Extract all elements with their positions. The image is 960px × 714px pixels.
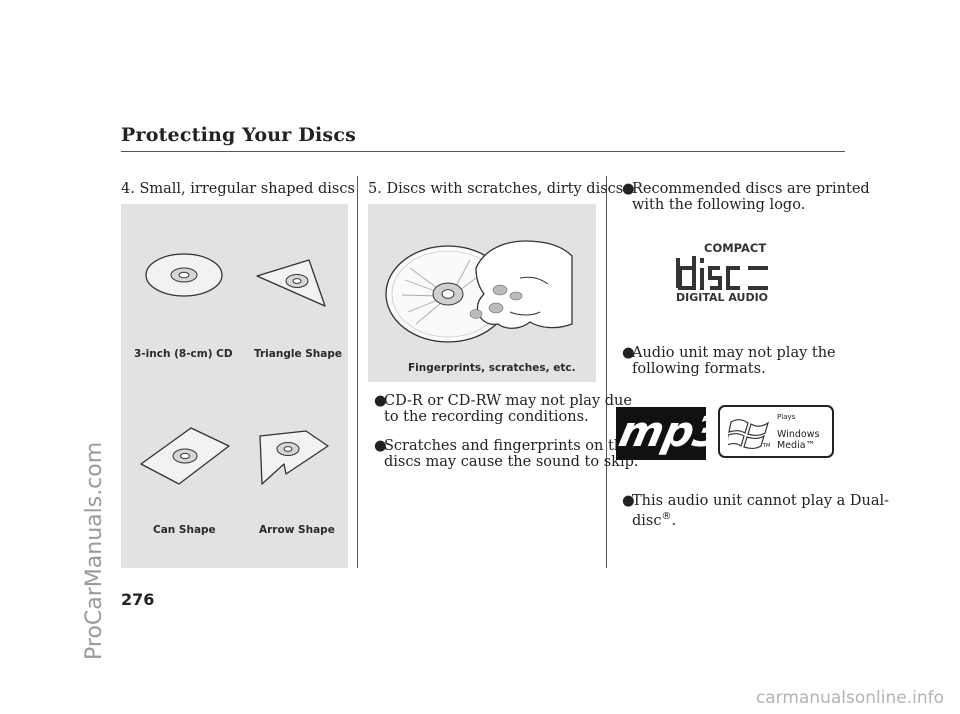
compact-disc-logo-top: COMPACT [704,241,766,255]
windows-flag-icon [728,419,770,449]
media-label: Media™ [777,440,816,451]
column-divider-1 [357,176,358,568]
scratches-note-line-2: discs may cause the sound to skip. [384,454,639,470]
scratches-note-line-1: Scratches and fingerprints on the [384,438,632,454]
unsupported-line-2: following formats. [632,361,766,377]
unsupported-formats-note: ● Audio unit may not play the following … [622,345,836,377]
small-cd-caption: 3-inch (8-cm) CD [134,348,233,360]
plays-label: Plays [777,413,796,421]
dualdisc-period: . [671,512,677,529]
title-rule [121,151,845,152]
irregular-discs-panel: 3-inch (8-cm) CD Triangle Shape Can Shap… [121,204,348,568]
arrow-caption: Arrow Shape [259,524,335,536]
scratches-note: ● Scratches and fingerprints on the disc… [374,438,639,470]
bullet-dot: ● [622,181,635,197]
compact-disc-logo: COMPACT DIGITAL AUDIO [676,241,768,304]
page-title: Protecting Your Discs [121,124,356,146]
side-watermark: ProCarManuals.com [82,441,107,660]
unsupported-line-1: Audio unit may not play the [632,345,836,361]
recommended-line-2: with the following logo. [632,197,806,213]
dualdisc-note: ● This audio unit cannot play a Dual- di… [622,493,890,529]
windows-label: Windows [777,429,820,440]
triangle-caption: Triangle Shape [254,348,342,360]
cdr-note-line-2: to the recording conditions. [384,409,589,425]
column-divider-2 [606,176,607,568]
page-number: 276 [121,590,155,609]
bullet-dot: ● [374,438,387,454]
tm-mark: TM [763,443,771,449]
bullet-dot: ● [622,493,635,509]
mp3-logo: mp3 [616,407,706,460]
windows-media-logo: Plays Windows Media™ TM [718,405,834,458]
small-cd-illustration [145,253,223,297]
dualdisc-word: disc [632,512,662,529]
dualdisc-line-1: This audio unit cannot play a Dual- [632,493,890,509]
arrow-disc-illustration [259,430,329,485]
fingerprints-caption: Fingerprints, scratches, etc. [408,362,576,374]
mp3-logo-text: mp3 [616,407,706,456]
recommended-discs-note: ● Recommended discs are printed with the… [622,181,870,213]
dualdisc-line-2: disc®. [632,509,889,529]
scratched-disc-panel: Fingerprints, scratches, etc. [368,204,596,382]
triangle-disc-illustration [256,259,326,307]
cdr-note-line-1: CD-R or CD-RW may not play due [384,393,632,409]
scratched-discs-heading: 5. Discs with scratches, dirty discs [368,181,624,197]
irregular-discs-heading: 4. Small, irregular shaped discs [121,181,355,197]
registered-mark: ® [661,511,672,522]
cdr-note: ● CD-R or CD-RW may not play due to the … [374,393,632,425]
scratched-disc-illustration [385,240,573,343]
bullet-dot: ● [374,393,387,409]
recommended-line-1: Recommended discs are printed [632,181,870,197]
can-disc-illustration [140,427,230,485]
compact-disc-logo-bottom: DIGITAL AUDIO [676,291,768,304]
can-caption: Can Shape [153,524,216,536]
bullet-dot: ● [622,345,635,361]
footer-watermark: carmanualsonline.info [755,688,944,708]
